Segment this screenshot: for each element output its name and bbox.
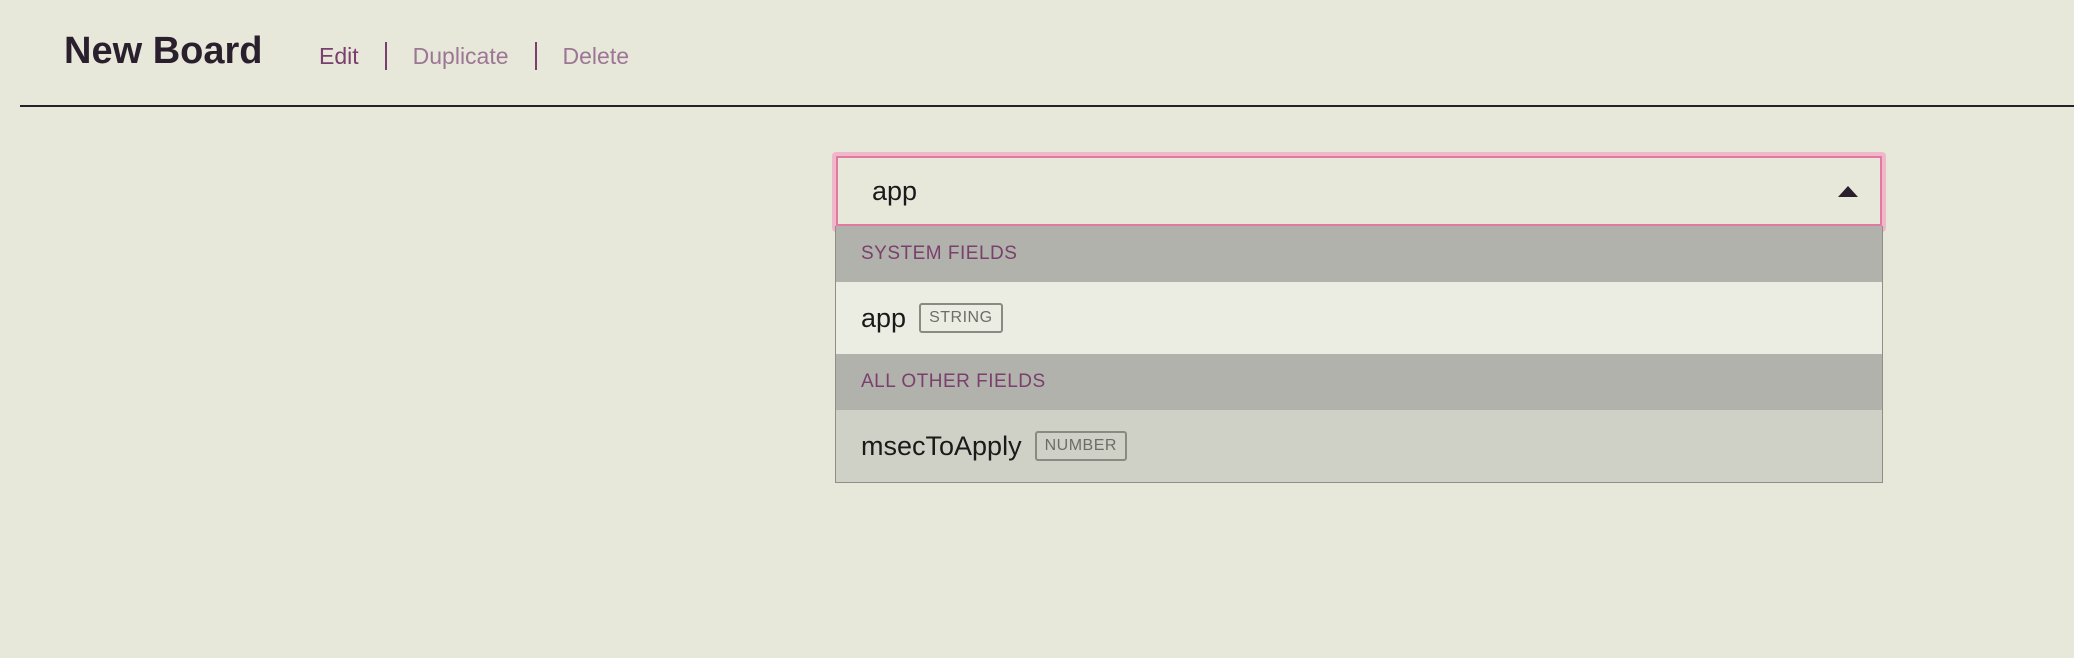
- board-actions: Edit Duplicate Delete: [319, 38, 629, 74]
- group-header-system-fields: SYSTEM FIELDS: [836, 226, 1882, 282]
- field-select[interactable]: [836, 156, 1882, 226]
- duplicate-link[interactable]: Duplicate: [412, 42, 509, 69]
- group-header-all-other-fields: ALL OTHER FIELDS: [836, 354, 1882, 410]
- action-divider: [534, 42, 537, 70]
- board-title: New Board: [64, 30, 263, 72]
- type-badge: STRING: [919, 303, 1003, 333]
- option-app[interactable]: app STRING: [836, 282, 1882, 354]
- field-select-menu: SYSTEM FIELDS app STRING ALL OTHER FIELD…: [835, 226, 1883, 483]
- edit-link[interactable]: Edit: [319, 42, 359, 69]
- caret-up-icon[interactable]: [1838, 186, 1858, 197]
- option-msectoapply[interactable]: msecToApply NUMBER: [836, 410, 1882, 482]
- field-select-input[interactable]: [872, 176, 1772, 207]
- header-divider: [20, 105, 2074, 107]
- action-divider: [384, 42, 387, 70]
- delete-link[interactable]: Delete: [562, 42, 630, 69]
- board-header: New Board Edit Duplicate Delete: [0, 0, 2074, 106]
- option-label: app: [861, 302, 907, 333]
- option-label: msecToApply: [861, 430, 1022, 461]
- type-badge: NUMBER: [1034, 431, 1127, 461]
